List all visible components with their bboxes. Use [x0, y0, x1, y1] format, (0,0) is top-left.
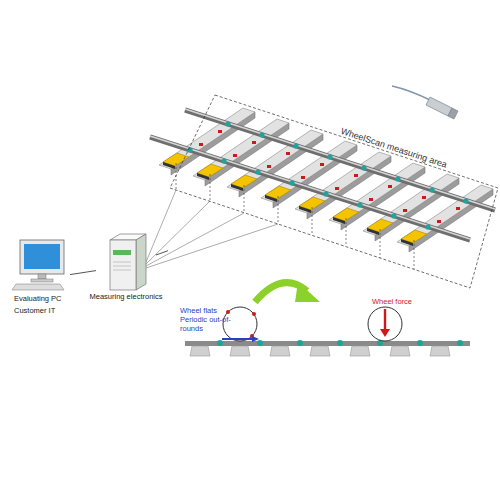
sensor-drop-line	[176, 163, 177, 190]
cabinet-front	[110, 240, 136, 290]
sensor-tip	[448, 108, 458, 119]
node-sublabel: Customer IT	[14, 305, 55, 316]
measuring-area-outline	[168, 90, 500, 290]
annotation-text: Wheel flats Periodic out-of-rounds	[180, 306, 236, 333]
rail	[185, 110, 495, 210]
sensor-dots	[289, 154, 332, 185]
measuring-area: WheelScan measuring area	[168, 90, 500, 290]
pc-keyboard	[12, 284, 64, 290]
cabinet-vent	[113, 270, 131, 271]
force-arrow	[384, 309, 386, 330]
sensor-dots	[425, 198, 468, 229]
sensor-drop-line	[278, 196, 279, 224]
sensor-dots	[391, 187, 434, 218]
cabinet-stripe	[113, 250, 131, 255]
sensor-drop-line	[414, 240, 415, 269]
electronics-node: Measuring electronics	[96, 228, 156, 304]
sensor-body	[426, 97, 452, 116]
sensor-dots	[187, 121, 230, 152]
pc-monitor	[20, 240, 64, 274]
rail-head	[185, 109, 495, 209]
pc-screen	[24, 244, 60, 269]
sensor-wire	[146, 190, 176, 262]
sensor-drop-line	[380, 229, 381, 258]
sensor-dots	[323, 165, 366, 196]
sensor-dots	[221, 132, 264, 163]
dashed-area-border	[170, 95, 498, 288]
annotation-text: Wheel force	[372, 297, 432, 306]
node-label: Measuring electronics	[90, 291, 163, 302]
wheel	[368, 307, 402, 341]
sensor-wire	[146, 224, 278, 268]
cabinet-side	[136, 234, 146, 290]
sensor-drop-line	[210, 174, 211, 201]
side-sleeper	[190, 346, 210, 356]
sensor-dots	[357, 176, 400, 207]
rolling-arrow-head	[252, 336, 259, 342]
pc-node: Evaluating PCCustomer IT	[12, 238, 70, 320]
side-sleeper	[350, 346, 370, 356]
side-rail	[185, 341, 470, 346]
sensor-dots	[255, 143, 298, 174]
side-sleeper	[230, 346, 250, 356]
flow-arrow-head	[295, 282, 320, 302]
sensor-cable	[392, 86, 432, 101]
side-sleeper	[390, 346, 410, 356]
force-arrow-head	[380, 329, 390, 337]
cabinet-vent	[113, 266, 131, 267]
node-label: Evaluating PC	[14, 293, 62, 304]
sensor-drop-line	[312, 207, 313, 235]
wheel-flat-mark	[226, 310, 230, 314]
pc-stand	[38, 274, 46, 279]
rail-sensor-dot	[457, 340, 463, 346]
side-sleeper	[310, 346, 330, 356]
node-label: WheelScan measuring area	[339, 125, 449, 172]
cabinet-vent	[113, 262, 131, 263]
rail-sensor-dot	[337, 340, 343, 346]
pc-base	[31, 279, 53, 282]
rolling-arrow	[222, 338, 252, 340]
sensor-wire	[146, 213, 244, 266]
wheel-flat-mark	[252, 312, 256, 316]
rail-sensor-dot	[417, 340, 423, 346]
sensor-drop-line	[244, 185, 245, 213]
connector-line	[70, 271, 96, 275]
side-sleeper	[270, 346, 290, 356]
sensor-drop-line	[346, 218, 347, 246]
sensor-wire	[146, 201, 210, 264]
side-sleeper	[430, 346, 450, 356]
rail-sensor-dot	[257, 340, 263, 346]
connector-line	[156, 251, 168, 255]
rail-sensor-dot	[297, 340, 303, 346]
rail-sensor-dot	[217, 340, 223, 346]
